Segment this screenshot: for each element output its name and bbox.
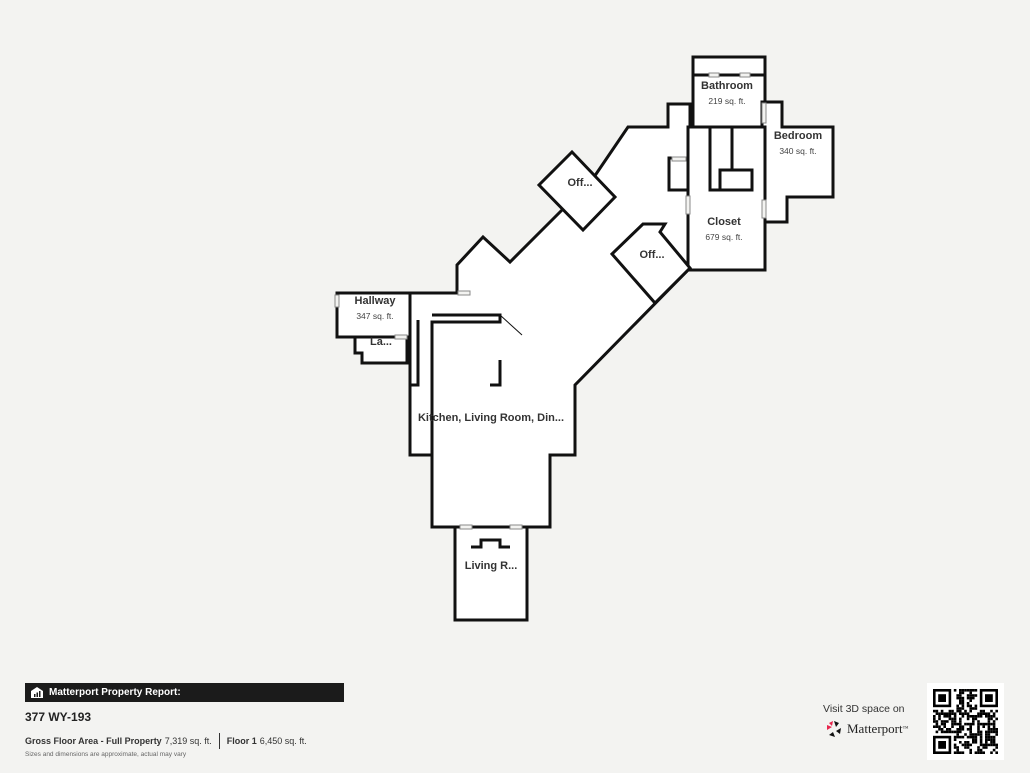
room-label: Off... bbox=[639, 249, 664, 261]
report-title: Matterport Property Report: bbox=[49, 687, 181, 698]
qr-code-graphic bbox=[933, 689, 998, 754]
closet-inner-b bbox=[718, 168, 754, 192]
inner-wall bbox=[430, 313, 502, 455]
floor-label: Floor 1 bbox=[226, 736, 257, 746]
room-label: La... bbox=[370, 336, 392, 348]
room-area: 347 sq. ft. bbox=[356, 311, 393, 321]
closet-inner-c bbox=[667, 156, 690, 192]
room-area: 340 sq. ft. bbox=[779, 146, 816, 156]
room-office-1 bbox=[536, 149, 618, 233]
divider bbox=[218, 733, 220, 749]
window bbox=[739, 72, 751, 78]
window bbox=[671, 156, 687, 162]
window bbox=[761, 199, 767, 219]
gross-area-value: 7,319 sq. ft. bbox=[164, 736, 212, 746]
room-label: Off... bbox=[567, 177, 592, 189]
room-office-2 bbox=[609, 222, 693, 306]
building-chart-icon bbox=[31, 687, 43, 698]
room-label: Closet bbox=[707, 216, 741, 228]
visit-text: Visit 3D space on bbox=[823, 703, 905, 715]
window bbox=[708, 72, 720, 78]
gross-area-label: Gross Floor Area - Full Property bbox=[25, 736, 162, 746]
window bbox=[761, 102, 767, 124]
report-banner: Matterport Property Report: bbox=[25, 683, 344, 702]
door-swing bbox=[499, 314, 523, 336]
floor-area-summary: Gross Floor Area - Full Property 7,319 s… bbox=[25, 733, 307, 749]
matterport-logo-icon bbox=[827, 721, 841, 737]
room-area: 219 sq. ft. bbox=[708, 96, 745, 106]
room-label: Hallway bbox=[355, 295, 397, 307]
window bbox=[685, 195, 691, 215]
inner-wall bbox=[410, 320, 420, 387]
room-bedroom bbox=[760, 100, 835, 224]
room-living bbox=[453, 525, 529, 622]
window bbox=[457, 290, 471, 296]
disclaimer: Sizes and dimensions are approximate, ac… bbox=[25, 751, 187, 758]
window bbox=[509, 524, 523, 530]
floor-area-value: 6,450 sq. ft. bbox=[259, 736, 307, 746]
matterport-brand: Matterport bbox=[847, 721, 903, 736]
window bbox=[394, 334, 408, 340]
room-area: 679 sq. ft. bbox=[705, 232, 742, 242]
room-label: Bedroom bbox=[774, 130, 823, 142]
window bbox=[334, 294, 340, 308]
floor-plan: Bathroom 219 sq. ft. Bedroom 340 sq. ft.… bbox=[334, 55, 835, 622]
property-address: 377 WY-193 bbox=[25, 710, 92, 724]
inner-wall bbox=[471, 538, 510, 549]
room-label: Bathroom bbox=[701, 80, 753, 92]
inner-wall bbox=[490, 360, 502, 387]
qr-code-icon[interactable] bbox=[927, 683, 1004, 760]
trademark: ™ bbox=[902, 726, 909, 732]
room-label: Living R... bbox=[465, 560, 518, 572]
room-bath-top bbox=[691, 55, 767, 77]
window bbox=[459, 524, 473, 530]
room-label: Kitchen, Living Room, Din... bbox=[418, 412, 564, 424]
